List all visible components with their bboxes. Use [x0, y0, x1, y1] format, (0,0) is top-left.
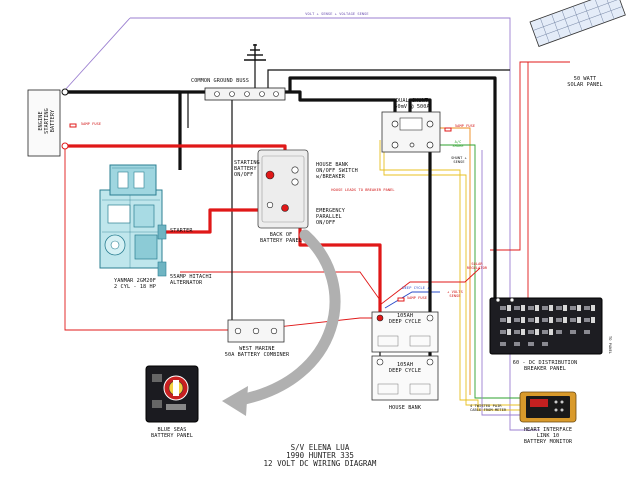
deep-cycle-1-label: 105AH DEEP CYCLE: [388, 313, 422, 325]
twisted-pair-label: 4 TWISTED PAIR CABLE FROM METER: [470, 404, 507, 413]
shunt-yellow-wire: [379, 140, 520, 411]
shunt-orange-wire: [430, 127, 471, 395]
shunt-neg-top: [408, 98, 432, 115]
back-of-battery-panel-label: BACK OF BATTERY PANEL: [260, 232, 302, 244]
shunt-green-wire: [430, 144, 520, 399]
shunt-note-label: SHUNT + SENSE: [451, 156, 467, 165]
house-thin-red: [379, 267, 481, 306]
starter-cable: [160, 185, 272, 234]
voltage-sense-label: VOLT + SENSE + VOLTAGE SENSE: [305, 12, 369, 16]
sense-wire-purple: [130, 17, 540, 431]
engine-starting-battery-label: ENGINE STARTING BATTERY: [38, 108, 56, 134]
shunt-yellow-wire-2: [383, 140, 520, 406]
house-bank-label: HOUSE BANK: [388, 405, 422, 411]
dual-shunt-label: DUAL SHUNT 50mV @ 500A: [394, 98, 430, 110]
engine-label: YANMAR 2GM20F 2 CYL - 18 HP: [114, 278, 156, 290]
dc-distribution-panel: [489, 297, 603, 355]
fuse-label-1: 5AMP FUSE: [80, 122, 102, 126]
solar-regulator-label: SOLAR REGULATOR: [466, 262, 488, 271]
battery-combiner: [227, 319, 285, 343]
house-battery-2: [371, 355, 439, 401]
starter-label: STARTER: [170, 228, 193, 234]
diagram-title-line1: S/V ELENA LUA: [290, 443, 350, 452]
solar-panel-label: 50 WATT SOLAR PANEL: [567, 76, 603, 88]
back-of-battery-panel: [257, 149, 309, 229]
house-battery-1: [371, 311, 439, 353]
deep-cycle-2-label: 105AH DEEP CYCLE: [388, 362, 422, 374]
battery-combiner-label: WEST MARINE 50A BATTERY COMBINER: [224, 346, 290, 358]
heart-interface-label: HEART INTERFACE LINK 10 BATTERY MONITOR: [523, 427, 573, 445]
yanmar-engine: [99, 164, 167, 277]
solar-panel: [529, 0, 626, 47]
house-bank-switch-label: HOUSE BANK ON/OFF SWITCH w/BREAKER: [316, 162, 358, 180]
diagram-title-line2: 1990 HUNTER 335: [286, 451, 354, 460]
to-panel-label: TO PANEL: [608, 335, 612, 355]
solar-negative-wire: [527, 61, 570, 300]
emergency-parallel-label: EMERGENCY PARALLEL ON/OFF: [316, 208, 346, 226]
sense-wire-purple-left: [64, 17, 131, 91]
alternator-label: 55AMP HITACHI ALTERNATOR: [170, 274, 212, 286]
monitor-thin-wire: [481, 150, 520, 416]
buss-thin-ground: [267, 69, 510, 90]
ground-symbol: [244, 44, 266, 61]
dc-panel-label: 60 - DC DISTRIBUTION BREAKER PANEL: [512, 360, 578, 372]
ac-note-label: A/C SHORE: [452, 140, 464, 149]
common-ground-buss-label: COMMON GROUND BUSS: [190, 78, 250, 84]
fuse-label-2: 5AMP FUSE: [454, 124, 476, 128]
starting-battery-positive: [65, 144, 287, 160]
buss-to-solar-neg: [288, 76, 497, 300]
house-leads-label: HOUSE LEADS TO BREAKER PANEL: [331, 188, 395, 192]
fuse-marks: [69, 123, 452, 302]
panel-reference-arrow: [222, 229, 341, 416]
engine-ground-cable: [65, 90, 182, 170]
dual-shunt: [381, 111, 441, 153]
sense-note-label: + VOLTS SENSE: [447, 290, 463, 299]
engine-starting-battery: [27, 88, 69, 157]
diagram-title-line3: 12 VOLT DC WIRING DIAGRAM: [263, 459, 377, 468]
fuse-label-3: 5AMP FUSE: [406, 296, 428, 300]
starting-battery-onoff-label: STARTING BATTERY ON/OFF: [234, 160, 260, 178]
blue-seas-battery-panel: [145, 365, 199, 423]
common-ground-buss: [204, 87, 286, 101]
solar-positive-wire: [490, 61, 562, 251]
blue-seas-panel-label: BLUE SEAS BATTERY PANEL: [151, 427, 193, 439]
heart-interface-monitor: [519, 391, 577, 423]
deep-note-label: DEEP CYCLE +: [402, 286, 430, 290]
alternator-sense-wire: [180, 271, 381, 301]
